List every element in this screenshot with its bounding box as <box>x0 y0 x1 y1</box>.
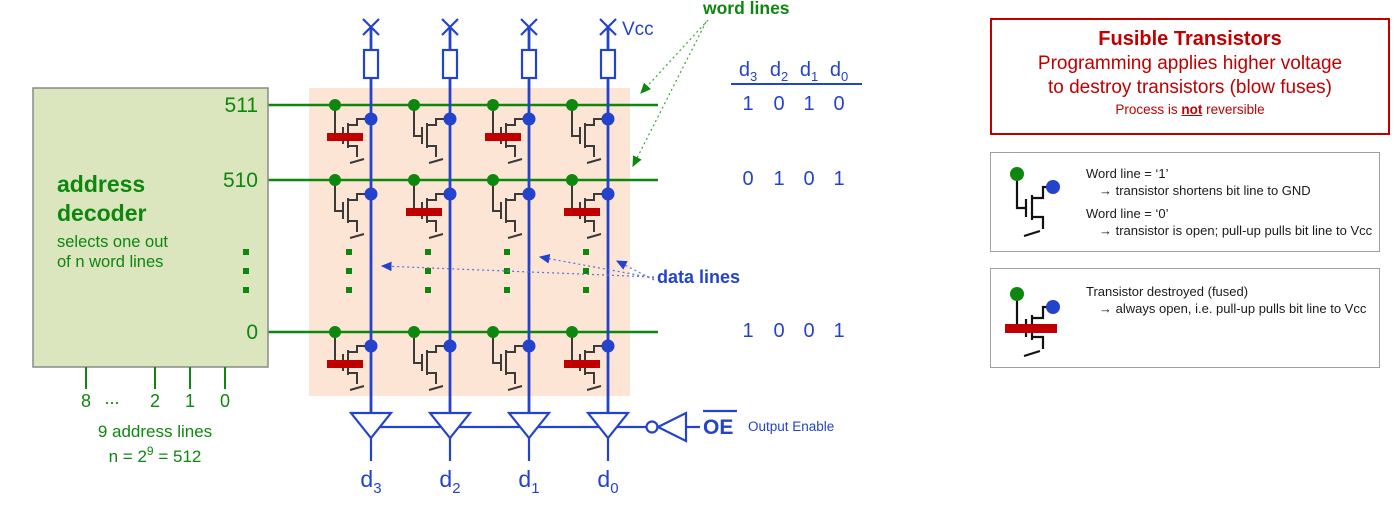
decoder-subtitle-line2: of n word lines <box>57 253 163 271</box>
fuse-bar <box>406 208 442 216</box>
data-line-label-d0: d0 <box>597 466 618 497</box>
vcc-label: Vcc <box>622 19 654 40</box>
tristate-buffer <box>348 411 394 440</box>
legend-line: Transistor destroyed (fused) <box>1086 284 1249 299</box>
svg-text:0: 0 <box>773 320 784 342</box>
address-decoder-box <box>32 87 269 368</box>
fusible-transistors-box: Fusible Transistors Programming applies … <box>990 18 1390 135</box>
ellipsis-dots <box>346 249 589 293</box>
address-pin-label: ... <box>104 388 119 408</box>
readout-row-511: 1 0 1 0 <box>742 93 844 115</box>
legend-line: → transistor shortens bit line to GND <box>1099 183 1311 198</box>
tristate-buffer <box>427 411 473 440</box>
address-pin-label: 0 <box>220 391 230 411</box>
oe-inverter <box>645 411 700 443</box>
readout-row-510: 0 1 0 1 <box>742 168 844 190</box>
legend-fused-text: Transistor destroyed (fused) → always op… <box>1086 283 1366 317</box>
annotation-arrow <box>615 260 655 281</box>
word-lines-annotation: word lines <box>632 0 790 168</box>
legend-line: → transistor is open; pull-up pulls bit … <box>1099 223 1373 238</box>
data-line-label-d3: d3 <box>360 466 381 497</box>
data-line-label-d2: d2 <box>439 466 460 497</box>
address-count-formula: n = 29 = 512 <box>109 444 202 466</box>
annotation-arrow <box>380 261 655 278</box>
vcc-x-icon <box>520 18 538 36</box>
fuse-bar <box>1005 324 1057 333</box>
legend-fused-box: Transistor destroyed (fused) → always op… <box>990 268 1380 368</box>
readout-header: d3 d2 d1 d0 <box>731 59 862 85</box>
fuse-bar <box>564 360 600 368</box>
address-lines-caption: 9 address lines <box>98 422 212 441</box>
fusible-box-line2: to destroy transistors (blow fuses) <box>1047 77 1333 98</box>
address-pin-label: 1 <box>185 391 195 411</box>
fuse-bar <box>485 133 521 141</box>
svg-text:1: 1 <box>773 168 784 190</box>
svg-text:1: 1 <box>742 93 753 115</box>
annotation-arrow <box>640 19 709 94</box>
vcc-x-icon <box>441 18 459 36</box>
tristate-buffer <box>585 411 631 440</box>
pullup-resistor <box>441 48 459 80</box>
data-lines-annotation: data lines <box>380 254 740 287</box>
prom-diagram: Vcc address <box>32 0 862 497</box>
svg-text:d3: d3 <box>739 59 757 84</box>
word-lines-label: word lines <box>702 0 790 18</box>
pullup-resistor <box>520 48 538 80</box>
annotation-arrow <box>632 21 707 168</box>
annotation-arrow <box>538 254 655 279</box>
legend-line: Word line = ‘1’ <box>1086 166 1169 181</box>
output-enable-caption: Output Enable <box>748 419 834 434</box>
data-line-label-d1: d1 <box>518 466 539 497</box>
fuse-bar <box>564 208 600 216</box>
svg-text:1: 1 <box>803 93 814 115</box>
svg-text:1: 1 <box>833 320 844 342</box>
pullup-resistor <box>362 48 380 80</box>
vcc-x-icon <box>599 18 617 36</box>
svg-text:0: 0 <box>773 93 784 115</box>
oe-label: OE <box>703 416 733 439</box>
inverter-triangle-icon <box>655 411 688 443</box>
address-decoder: address decoder selects one out of n wor… <box>32 87 269 466</box>
transistor-cells <box>327 98 616 391</box>
decoder-title-line1: address <box>57 171 145 197</box>
fusible-box-title: Fusible Transistors <box>1098 28 1282 50</box>
fusible-box-note: Process is not reversible <box>1115 102 1265 117</box>
svg-text:d0: d0 <box>830 59 848 84</box>
legend-line: Word line = ‘0’ <box>1086 206 1169 221</box>
tristate-buffer <box>506 411 552 440</box>
vcc-x-icon <box>362 18 380 36</box>
readout-table: d3 d2 d1 d0 1 0 1 0 0 1 0 1 1 0 0 1 <box>731 59 862 342</box>
data-lines-label: data lines <box>657 267 740 287</box>
fuse-bar <box>327 360 363 368</box>
svg-text:1: 1 <box>742 320 753 342</box>
pullup-resistor <box>599 48 617 80</box>
legend-normal-text: Word line = ‘1’ → transistor shortens bi… <box>1086 165 1372 239</box>
address-pins: 8 ... 2 1 0 <box>81 367 230 411</box>
svg-text:0: 0 <box>803 320 814 342</box>
word-line-address-510: 510 <box>223 169 258 192</box>
output-stage: OE Output Enable d3 d2 d1 d0 <box>348 409 834 497</box>
word-line-address-0: 0 <box>246 321 258 344</box>
fuse-bar <box>327 133 363 141</box>
legend-line: → always open, i.e. pull-up pulls bit li… <box>1099 301 1367 316</box>
legend-normal-box: Word line = ‘1’ → transistor shortens bi… <box>990 152 1380 252</box>
decoder-title-line2: decoder <box>57 200 147 226</box>
readout-row-0: 1 0 0 1 <box>742 320 844 342</box>
svg-text:0: 0 <box>742 168 753 190</box>
decoder-subtitle-line1: selects one out <box>57 233 168 251</box>
svg-text:0: 0 <box>803 168 814 190</box>
svg-text:d2: d2 <box>770 59 788 84</box>
decoder-ellipsis-dots <box>243 249 249 293</box>
svg-text:0: 0 <box>833 93 844 115</box>
svg-text:d1: d1 <box>800 59 818 84</box>
transistor-icon <box>1010 167 1060 238</box>
fusible-box-line1: Programming applies higher voltage <box>1037 53 1343 74</box>
address-pin-label: 8 <box>81 391 91 411</box>
svg-text:1: 1 <box>833 168 844 190</box>
fused-transistor-icon <box>1005 287 1060 358</box>
data-line-labels: d3 d2 d1 d0 <box>360 466 618 497</box>
word-line-address-511: 511 <box>225 94 258 117</box>
address-pin-label: 2 <box>150 391 160 411</box>
